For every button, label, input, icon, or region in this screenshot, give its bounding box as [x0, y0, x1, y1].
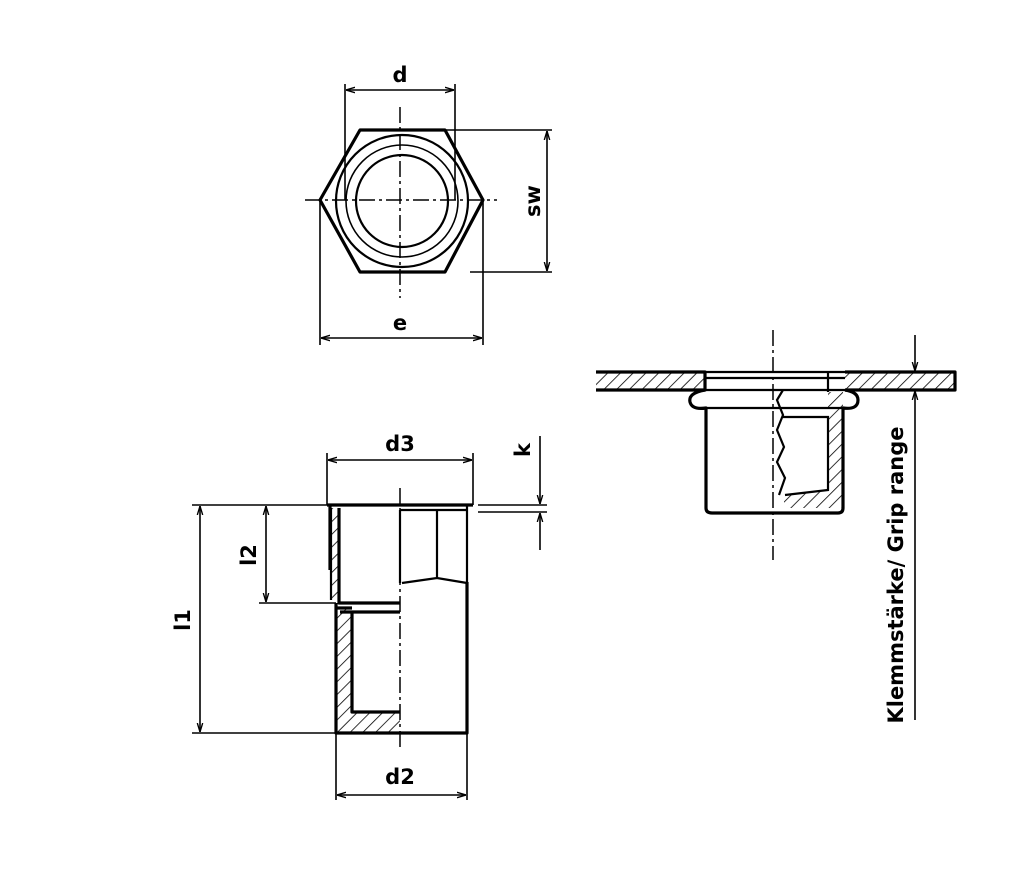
plate-outline	[596, 370, 957, 392]
label-l2: l2	[237, 544, 261, 566]
label-d2: d2	[385, 765, 415, 789]
label-l1: l1	[171, 609, 195, 631]
bore-circle	[354, 153, 450, 249]
label-e: e	[393, 311, 407, 335]
label-d3: d3	[385, 432, 415, 456]
installed-view: Klemmstärke/ Grip range	[596, 330, 957, 724]
top-view: d sw e	[305, 63, 552, 345]
label-d: d	[392, 63, 407, 87]
rivet-nut-outline	[688, 388, 860, 515]
label-grip-range: Klemmstärke/ Grip range	[884, 426, 908, 723]
thread-ring	[345, 144, 459, 258]
label-sw: sw	[521, 185, 545, 217]
side-view: l1 l2 d3 d2 k	[171, 432, 547, 800]
label-k: k	[511, 442, 535, 457]
outer-ring	[334, 133, 470, 269]
